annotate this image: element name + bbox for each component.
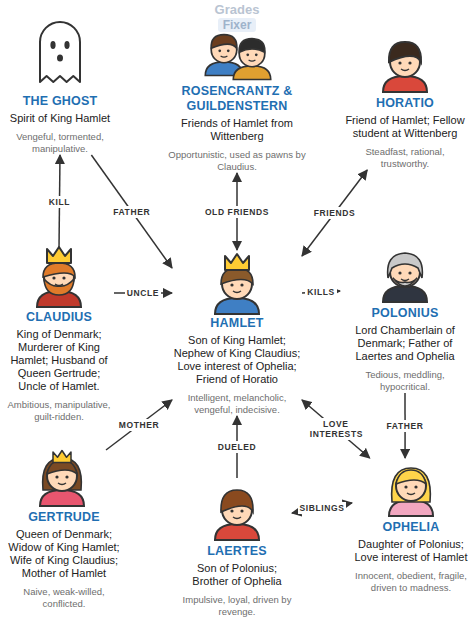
character-description: Friend of Hamlet; Fellow student at Witt…: [342, 114, 468, 140]
character-description: Queen of Denmark; Widow of King Hamlet; …: [4, 528, 124, 580]
character-name: HORATIO: [342, 96, 468, 111]
hamlet-icon: [215, 254, 259, 314]
character-node: HAMLET Son of King Hamlet; Nephew of King…: [172, 250, 302, 416]
ghost-icon: [40, 22, 80, 82]
ophelia-icon: [389, 468, 433, 516]
relation-arrow: [302, 400, 370, 458]
character-node: THE GHOST Spirit of King HamletVengeful, …: [4, 12, 116, 155]
character-description: Son of Polonius; Brother of Ophelia: [182, 562, 292, 588]
character-node: POLONIUS Lord Chamberlain of Denmark; Fat…: [340, 250, 470, 393]
relation-label: DUELED: [216, 441, 259, 453]
character-description: Friends of Hamlet from Wittenberg: [162, 117, 312, 143]
gertrude-icon: [40, 451, 84, 507]
character-name: ROSENCRANTZ & GUILDENSTERN: [162, 84, 312, 114]
character-node: OPHELIA Daughter of Polonius; Love intere…: [352, 458, 470, 594]
character-traits: Intelligent, melancholic, vengeful, inde…: [172, 392, 302, 416]
character-node: GERTRUDE Queen of Denmark; Widow of King …: [4, 450, 124, 610]
relation-label: UNCLE: [125, 287, 161, 299]
relation-label: SIBLINGS: [298, 502, 347, 514]
relation-arrow: [91, 155, 172, 268]
relation-label: FATHER: [385, 420, 426, 432]
character-name: HAMLET: [172, 316, 302, 331]
character-description: King of Denmark; Murderer of King Hamlet…: [4, 328, 114, 393]
character-node: CLAUDIUS King of Denmark; Murderer of Kin…: [4, 248, 114, 423]
relation-label: FATHER: [111, 206, 152, 218]
relation-arrow: [292, 503, 352, 513]
claudius-icon: [37, 247, 81, 307]
character-node: HORATIO Friend of Hamlet; Fellow student …: [342, 10, 468, 170]
character-traits: Tedious, meddling, hypocritical.: [340, 369, 470, 393]
character-name: LAERTES: [182, 544, 292, 559]
watermark: Fixer: [218, 18, 257, 32]
character-traits: Naive, weak-willed, conflicted.: [4, 586, 124, 610]
character-name: POLONIUS: [340, 306, 470, 321]
relation-label: KILLS: [305, 286, 337, 298]
laertes-icon: [215, 490, 259, 540]
relation-label: KILL: [47, 196, 72, 208]
character-description: Daughter of Polonius; Love interest of H…: [352, 538, 470, 564]
character-name: OPHELIA: [352, 520, 470, 535]
character-name: THE GHOST: [4, 94, 116, 109]
relation-arrow: [106, 400, 172, 450]
character-description: Spirit of King Hamlet: [4, 112, 116, 125]
character-traits: Steadfast, rational, trustworthy.: [342, 146, 468, 170]
character-node: LAERTES Son of Polonius; Brother of Ophel…: [182, 478, 292, 618]
character-description: Lord Chamberlain of Denmark; Father of L…: [340, 324, 470, 363]
watermark: Grades: [215, 2, 260, 17]
character-name: GERTRUDE: [4, 510, 124, 525]
character-traits: Opportunistic, used as pawns by Claudius…: [162, 149, 312, 173]
character-traits: Innocent, obedient, fragile, driven to m…: [352, 570, 470, 594]
character-description: Son of King Hamlet; Nephew of King Claud…: [172, 334, 302, 386]
relation-label: OLD FRIENDS: [203, 206, 271, 218]
relation-label: FRIENDS: [312, 207, 358, 219]
character-traits: Impulsive, loyal, driven by revenge.: [182, 594, 292, 618]
character-traits: Ambitious, manipulative, guilt-ridden.: [4, 399, 114, 423]
guildenstern-icon: [233, 39, 270, 80]
relation-label: MOTHER: [117, 419, 161, 431]
polonius-icon: [383, 253, 427, 302]
character-name: CLAUDIUS: [4, 310, 114, 325]
horatio-icon: [383, 42, 427, 92]
relation-arrow: [302, 170, 367, 256]
character-traits: Vengeful, tormented, manipulative.: [4, 131, 116, 155]
relation-label: LOVE INTERESTS: [308, 418, 364, 440]
